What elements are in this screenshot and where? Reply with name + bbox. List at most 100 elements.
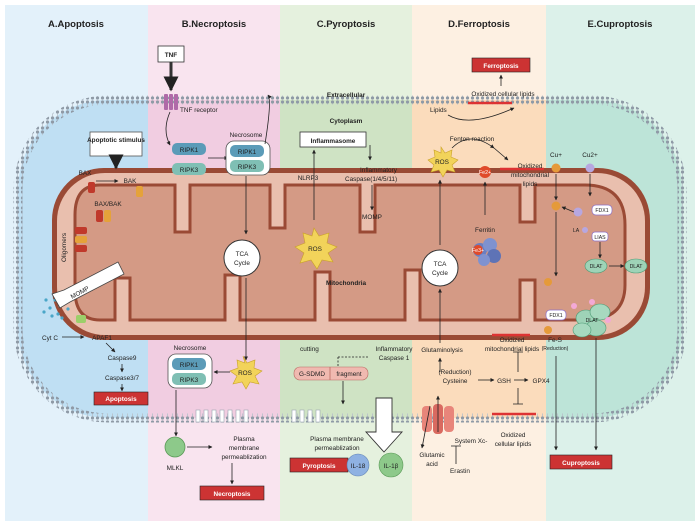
gsdmd-label: G-SDMD [299, 371, 325, 378]
bax-bak-label: BAX/BAK [94, 201, 122, 208]
cutting-label: cutting [300, 346, 319, 353]
oml-line3: lipids [523, 181, 538, 188]
tca-d-label: TCA [434, 261, 448, 268]
ic1-line2: Caspase 1 [379, 355, 410, 362]
oml-low-line1: Oxidized [500, 337, 525, 344]
fes-label: Fe-S [548, 337, 562, 344]
oxidized-membrane-patches [468, 101, 544, 416]
tca-cycle-d [421, 249, 459, 287]
ripk1-left-label: RIPK1 [180, 147, 199, 154]
ripk3-bottom-label: RIPK3 [180, 377, 199, 384]
caspase37-label: Caspase3/7 [105, 375, 140, 382]
cu2-ion-inner [573, 207, 583, 217]
panel-d-title: D.Ferroptosis [448, 19, 510, 30]
gsh-label: GSH [497, 378, 511, 385]
pmp-c-line2: permeablization [314, 445, 360, 452]
necrosome-up-arrow [264, 94, 272, 145]
cysteine-label: Cysteine [443, 378, 468, 385]
il1b-label: IL-1β [384, 463, 399, 470]
glutamic-line1: Glutamic [419, 452, 445, 459]
mitochondria-label: Mitochondria [326, 280, 367, 287]
panel-b-title: B.Necroptosis [182, 19, 246, 30]
ros-burst-d [427, 146, 459, 178]
tnf-receptor-label: TNF receptor [180, 107, 219, 114]
caspase9-label: Caspase9 [108, 355, 137, 362]
ros-burst-c [294, 227, 338, 270]
ripk3-left [172, 163, 206, 175]
ripk3-left-label: RIPK3 [180, 167, 199, 174]
lias-box [591, 231, 609, 242]
ocl-bot-line2: cellular lipids [495, 441, 532, 448]
fenton-to-oml-arrow [493, 147, 509, 161]
panel-a-title: A.Apoptosis [48, 19, 104, 30]
cu1-ion-matrix [544, 278, 552, 286]
ripk3-necrosome [230, 160, 264, 172]
fenton-arrow [451, 138, 495, 149]
inflammasome-box [299, 131, 367, 148]
dlat-2-label: DLAT [630, 264, 644, 270]
fragment-label: fragment [336, 371, 361, 378]
mlkl-protein [164, 436, 186, 458]
il18-label: IL-18 [351, 463, 366, 470]
cu2-ion [585, 163, 595, 173]
ros-b-label: ROS [238, 370, 252, 377]
cu2-label: Cu2+ [582, 152, 598, 159]
ferritin-label: Ferritin [475, 227, 495, 234]
apaf1-arrow [105, 342, 116, 353]
cu1-label: Cu+ [550, 152, 562, 159]
glutamic-line2: acid [426, 461, 438, 468]
ripk1-necrosome-label: RIPK1 [238, 149, 257, 156]
tca-b-label: TCA [236, 251, 250, 258]
ic1-line1: Inflammatory [376, 346, 414, 353]
oml-line1: Oxidized [518, 163, 543, 170]
fdx1-bottom [545, 309, 567, 321]
dlat-1 [584, 258, 608, 274]
plasma-membrane [13, 95, 687, 423]
gsdmd-bar [293, 366, 369, 381]
ros-burst-b [229, 355, 263, 390]
cu1-ion [551, 163, 561, 173]
dlat-cluster-label: DLAT [586, 318, 600, 324]
fdx1-top [591, 204, 613, 216]
receptor-to-ripk-arrow [165, 111, 171, 146]
bak-protein [136, 186, 143, 197]
bax-protein [88, 182, 95, 193]
il1b-blob [378, 452, 404, 478]
gpx4-inhibit-down [513, 388, 523, 405]
ocl-bot-line1: Oxidized [501, 432, 526, 439]
dlat-aggregate [571, 299, 611, 338]
ferroptosis-result-label: Ferroptosis [483, 63, 519, 70]
pyro-caspase-line1: Inflammatory [360, 167, 398, 174]
pmp-c-line1: Plasma membrane [310, 436, 364, 443]
pyro-caspase-line2: Caspase(1/4/5/11) [345, 176, 397, 183]
ripk1-necrosome [230, 145, 264, 157]
dlat-1-label: DLAT [590, 264, 604, 270]
tca-b-cycle: Cycle [234, 260, 250, 267]
oligomers-label: Oligomers [61, 233, 68, 262]
fdx1-bottom-label: FDX1 [549, 313, 562, 319]
bax-label: BAX [79, 170, 93, 177]
inflammasome-label: Inflammasome [311, 138, 356, 145]
ripk1-bottom-label: RIPK1 [180, 362, 199, 369]
apoptotic-stimulus-box [89, 131, 143, 157]
necrosome-top-label: Necrosome [230, 132, 263, 139]
pyroptosis-result-label: Pyroptosis [302, 463, 335, 470]
dlat-2 [624, 258, 648, 274]
cytc-label: Cyt C [42, 335, 58, 342]
bax-bak-oligomer-pore [75, 210, 111, 252]
cu1-ion-fes [544, 326, 552, 334]
pmp-b-line1: Plasma [233, 436, 255, 443]
oml-low-line2: mitochondrial lipids [485, 346, 539, 353]
nlrp3-label: NLRP3 [298, 175, 319, 182]
cu2-reduction-arrow [561, 206, 575, 213]
glutaminolysis-label: Glutaminolysis [421, 347, 463, 354]
lipids-oxidation-arrow [447, 107, 515, 121]
cysteine-reduction-label: (Reduction) [438, 369, 471, 376]
lias-label: LIAS [594, 235, 606, 241]
apoptosis-result-label: Apoptosis [105, 396, 137, 403]
fe3-ion [473, 245, 483, 255]
apoptotic-stimulus-label: Apoptotic stimulus [87, 137, 145, 144]
bak-label: BAK [124, 178, 138, 185]
